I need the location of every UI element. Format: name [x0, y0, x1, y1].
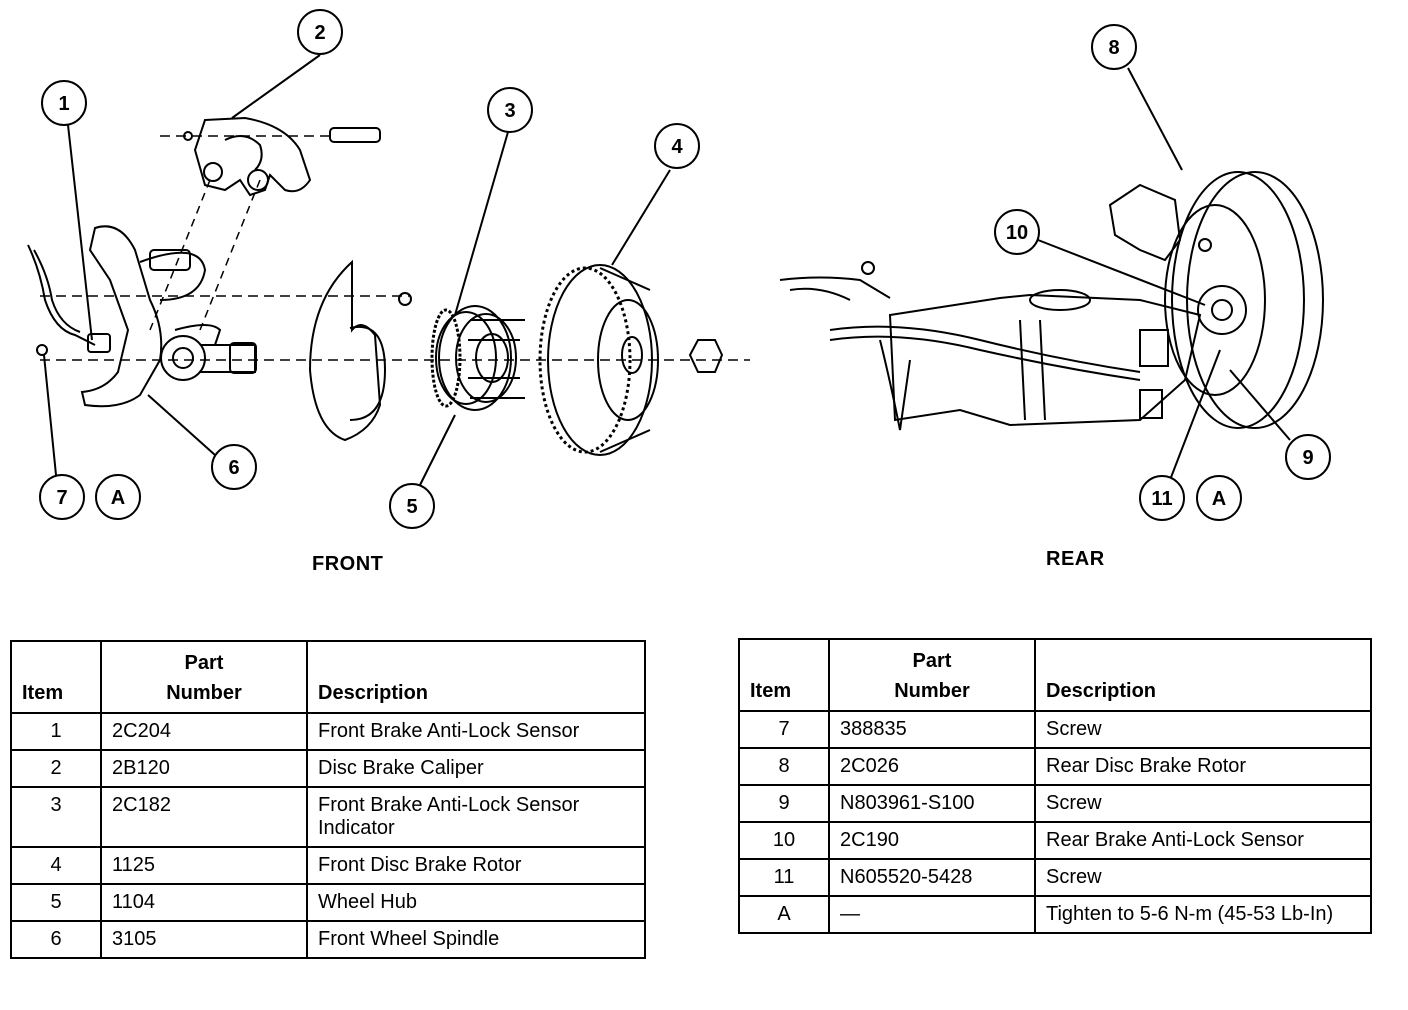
item-cell: 8	[738, 747, 830, 786]
callout-circle	[389, 483, 435, 529]
item-cell: 5	[10, 883, 102, 922]
front-section-label: FRONT	[312, 553, 384, 575]
part-header-line2: Number	[894, 680, 970, 702]
callout-circle	[1139, 475, 1185, 521]
part-number-header: Part Number	[100, 640, 308, 714]
description-cell: Front Wheel Spindle	[306, 920, 646, 959]
rear-section-label: REAR	[1046, 548, 1105, 570]
part-number-cell: 2C204	[100, 712, 308, 751]
callout-circle	[95, 474, 141, 520]
description-cell: Front Disc Brake Rotor	[306, 846, 646, 885]
callout-circle	[1285, 434, 1331, 480]
part-header-line1: Part	[184, 652, 224, 674]
callout-label: A	[111, 487, 125, 509]
callout-label: 1	[58, 93, 69, 115]
table-header-row: Item Part Number Description	[10, 640, 646, 714]
item-header: Item	[738, 638, 830, 712]
description-cell: Screw	[1034, 784, 1372, 823]
description-cell: Disc Brake Caliper	[306, 749, 646, 788]
callout-circle	[1091, 24, 1137, 70]
description-header: Description	[1034, 638, 1372, 712]
item-cell: 9	[738, 784, 830, 823]
callout-label: 4	[671, 136, 683, 158]
part-number-cell: 2C182	[100, 786, 308, 848]
description-cell: Tighten to 5-6 N-m (45-53 Lb-In)	[1034, 895, 1372, 934]
part-number-cell: —	[828, 895, 1036, 934]
part-number-cell: 2B120	[100, 749, 308, 788]
item-cell: 11	[738, 858, 830, 897]
item-cell: 6	[10, 920, 102, 959]
part-number-cell: 388835	[828, 710, 1036, 749]
callout-circle	[39, 474, 85, 520]
description-cell: Wheel Hub	[306, 883, 646, 922]
part-number-cell: 2C190	[828, 821, 1036, 860]
item-cell: A	[738, 895, 830, 934]
description-header: Description	[306, 640, 646, 714]
description-cell: Front Brake Anti-Lock Sensor	[306, 712, 646, 751]
part-number-cell: N605520-5428	[828, 858, 1036, 897]
callout-label: 3	[504, 100, 515, 122]
description-cell: Screw	[1034, 710, 1372, 749]
part-number-cell: N803961-S100	[828, 784, 1036, 823]
callout-circle	[994, 209, 1040, 255]
item-header: Item	[10, 640, 102, 714]
callout-circle	[1196, 475, 1242, 521]
item-cell: 4	[10, 846, 102, 885]
callout-label: 6	[228, 457, 239, 479]
part-number-cell: 1125	[100, 846, 308, 885]
part-number-header: Part Number	[828, 638, 1036, 712]
callout-circle	[211, 444, 257, 490]
callout-circle	[487, 87, 533, 133]
callout-label: 11	[1151, 488, 1172, 510]
table-row: A—Tighten to 5-6 N-m (45-53 Lb-In)	[738, 895, 1372, 934]
part-header-line1: Part	[912, 650, 952, 672]
callout-circle	[41, 80, 87, 126]
brake-exploded-diagram: 1 2 3 4 5 6 7 A 8 9 10 11 A	[27, 9, 1331, 529]
part-number-cell: 2C026	[828, 747, 1036, 786]
part-header-line2: Number	[166, 682, 242, 704]
callout-label: 10	[1006, 222, 1028, 244]
callout-label: 8	[1108, 37, 1119, 59]
description-cell: Rear Disc Brake Rotor	[1034, 747, 1372, 786]
callout-label: 9	[1302, 447, 1313, 469]
table-header-row: Item Part Number Description	[738, 638, 1372, 712]
description-cell: Screw	[1034, 858, 1372, 897]
item-cell: 10	[738, 821, 830, 860]
callout-label: 2	[314, 22, 325, 44]
callout-label: A	[1212, 488, 1226, 510]
item-cell: 3	[10, 786, 102, 848]
item-cell: 2	[10, 749, 102, 788]
item-cell: 1	[10, 712, 102, 751]
callout-label: 7	[56, 487, 67, 509]
part-number-cell: 1104	[100, 883, 308, 922]
callout-circle	[654, 123, 700, 169]
item-cell: 7	[738, 710, 830, 749]
callout-circle	[297, 9, 343, 55]
callout-label: 5	[406, 496, 417, 518]
description-cell: Rear Brake Anti-Lock Sensor	[1034, 821, 1372, 860]
part-number-cell: 3105	[100, 920, 308, 959]
description-cell: Front Brake Anti-Lock Sensor Indicator	[306, 786, 646, 848]
